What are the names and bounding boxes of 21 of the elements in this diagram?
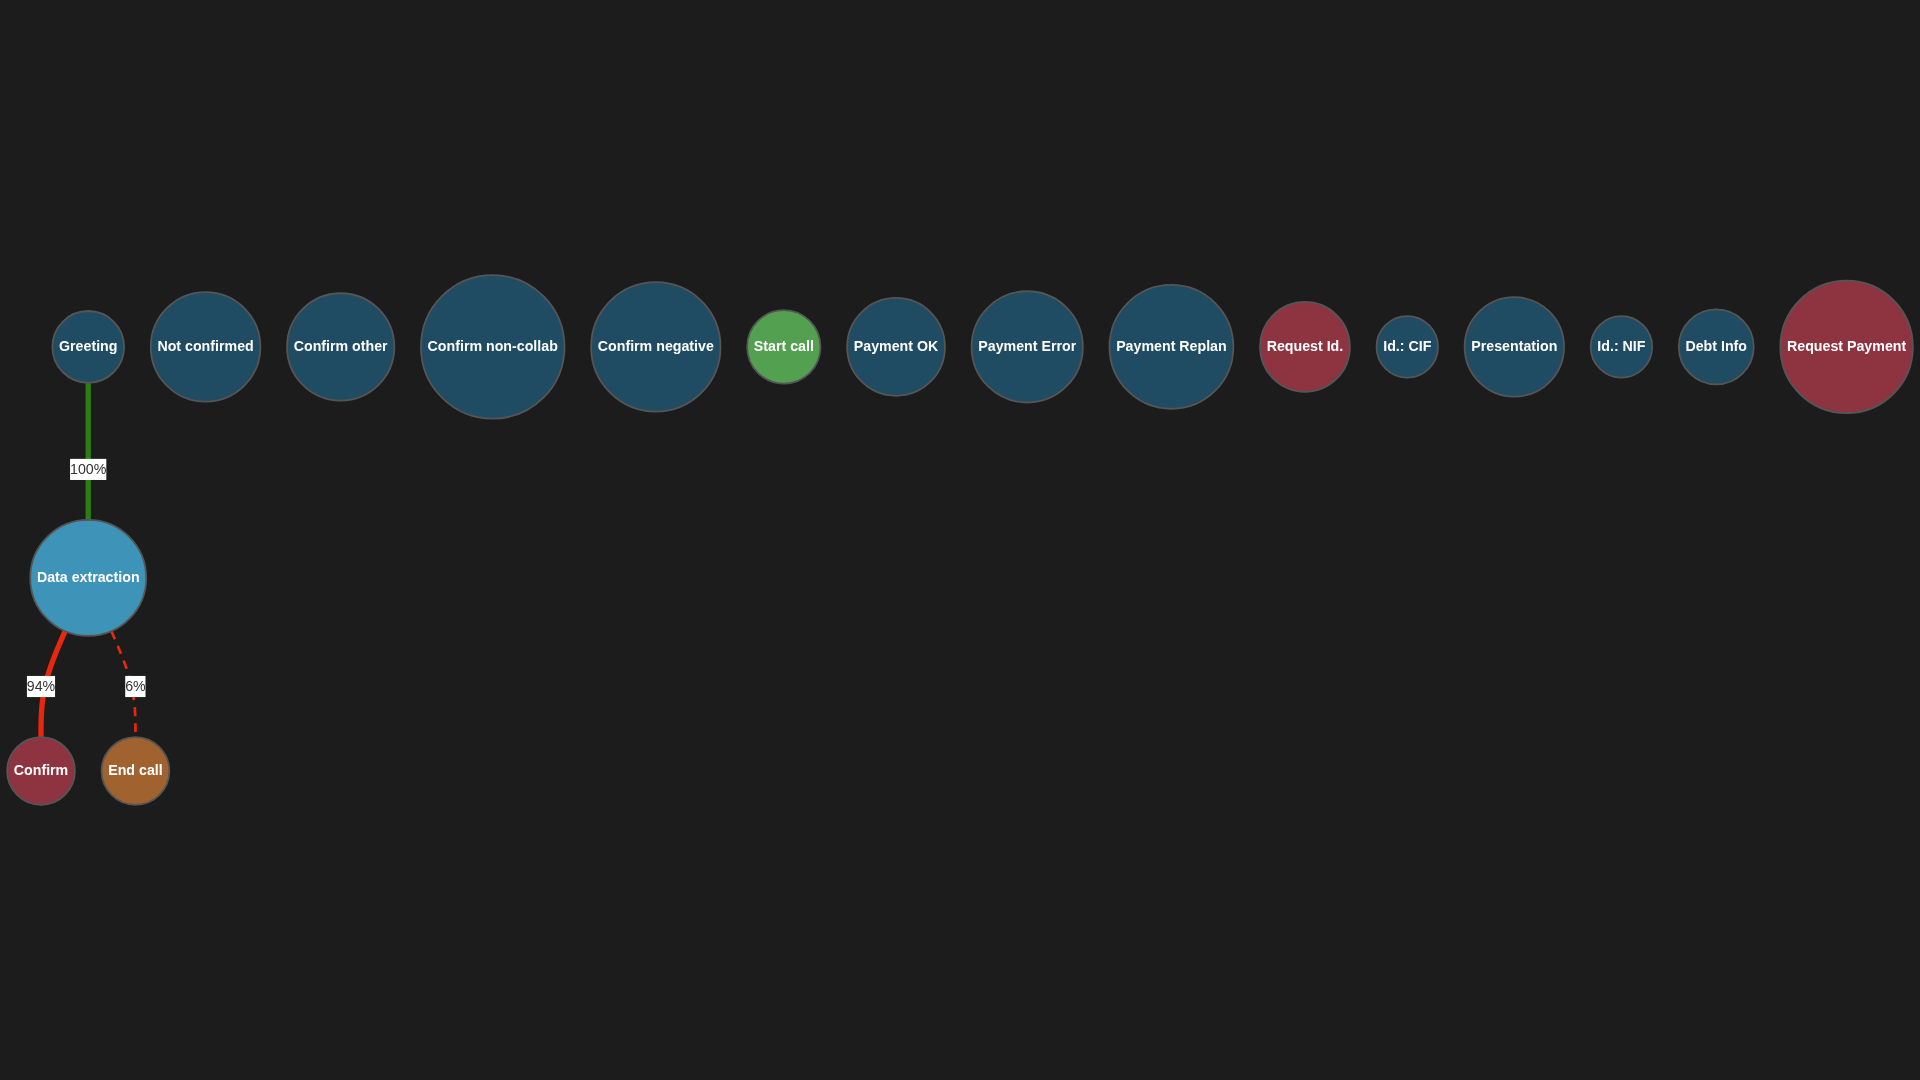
node-circle: Debt Info — [1677, 308, 1755, 386]
node-circle: Presentation — [1463, 296, 1565, 398]
node-circle: Id.: NIF — [1589, 315, 1654, 379]
node-circle: Request Payment — [1779, 279, 1914, 415]
node-circle: Greeting — [51, 310, 125, 384]
node-circle: Id.: CIF — [1375, 315, 1439, 379]
node-circle: Confirm negative — [590, 281, 722, 413]
node-circle: Start call — [746, 309, 822, 385]
node-circle: Confirm other — [286, 292, 396, 402]
node-circle: Payment Replan — [1108, 284, 1235, 410]
node-circle: Payment Error — [970, 290, 1084, 404]
node-circle: Not confirmed — [149, 291, 262, 403]
node-circle: Payment OK — [846, 297, 946, 397]
edge-label: 100% — [70, 461, 107, 477]
node-circle: Data extraction — [29, 519, 148, 637]
node-circle: End call — [100, 736, 171, 806]
node-circle: Confirm non-collab — [420, 274, 566, 420]
edge-label: 94% — [26, 678, 56, 694]
node-circle: Request Id. — [1259, 301, 1351, 393]
edge-label: 6% — [125, 678, 146, 694]
node-circle: Confirm — [6, 736, 76, 806]
